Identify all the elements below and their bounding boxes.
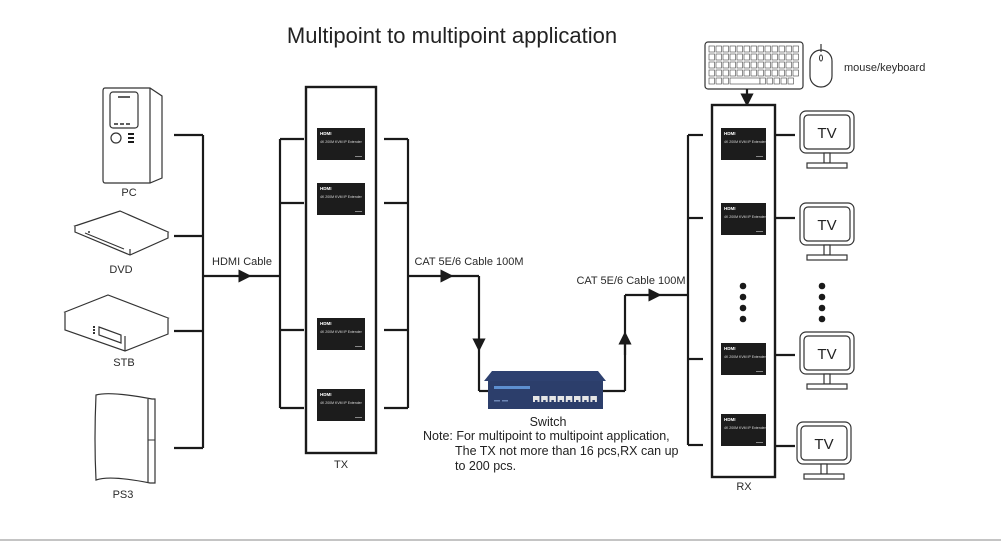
tv-label: TV xyxy=(817,125,836,142)
ellipsis-dot xyxy=(739,282,747,290)
tx-module: HDMI 4K 200M KVM IP Extender xyxy=(317,183,365,215)
hdmi-logo-icon: HDMI xyxy=(320,186,332,191)
tv-display-icon: TV xyxy=(799,110,855,169)
switch-port xyxy=(574,396,581,402)
note-line-3: to 200 pcs. xyxy=(455,459,516,473)
source-label-ps3: PS3 xyxy=(113,489,134,501)
keyboard-icon xyxy=(704,41,804,90)
network-switch-icon xyxy=(484,371,606,409)
switch-port xyxy=(590,396,597,402)
module-label: 4K 200M KVM IP Extender xyxy=(724,215,767,219)
note-line-1: Note: For multipoint to multipoint appli… xyxy=(423,429,670,443)
ellipsis-dot xyxy=(739,304,747,312)
switch-label: Switch xyxy=(530,415,567,429)
hdmi-logo-icon: HDMI xyxy=(724,206,736,211)
rx-module: HDMI 4K 200M KVM IP Extender xyxy=(721,128,767,160)
cat-cable-label-tx: CAT 5E/6 Cable 100M xyxy=(414,256,523,268)
switch-port xyxy=(557,396,565,402)
hdmi-logo-icon: HDMI xyxy=(724,417,736,422)
tx-module: HDMI 4K 200M KVM IP Extender xyxy=(317,318,365,350)
cat-cable-label-rx: CAT 5E/6 Cable 100M xyxy=(576,275,685,287)
module-label: 4K 200M KVM IP Extender xyxy=(320,195,363,199)
source-label-stb: STB xyxy=(113,357,134,369)
rx-output-links xyxy=(776,133,795,448)
dvd-player-icon xyxy=(73,210,170,256)
pc-tower-icon xyxy=(102,87,163,184)
rx-input-bracket xyxy=(686,133,703,447)
tx-output-bracket xyxy=(384,137,490,410)
tv-display-icon: TV xyxy=(799,331,855,390)
hdmi-cable-label: HDMI Cable xyxy=(212,256,272,268)
note-line-2: The TX not more than 16 pcs,RX can up xyxy=(455,444,679,458)
diagram-title: Multipoint to multipoint application xyxy=(287,23,617,48)
tv-label: TV xyxy=(817,346,836,363)
game-console-icon xyxy=(94,393,156,484)
ellipsis-dot xyxy=(739,315,747,323)
ellipsis-dot xyxy=(818,282,826,290)
rx-module: HDMI 4K 200M KVM IP Extender xyxy=(721,343,767,375)
ellipsis-dot xyxy=(818,293,826,301)
hdmi-logo-icon: HDMI xyxy=(724,346,736,351)
tx-input-bracket xyxy=(278,137,304,410)
hdmi-logo-icon: HDMI xyxy=(320,392,332,397)
module-label: 4K 200M KVM IP Extender xyxy=(320,330,363,334)
bottom-divider xyxy=(0,539,1001,541)
rx-module: HDMI 4K 200M KVM IP Extender xyxy=(721,414,767,446)
ellipsis-dot xyxy=(739,293,747,301)
switch-port xyxy=(541,396,548,402)
switch-port xyxy=(565,396,573,402)
switch-port xyxy=(582,396,589,402)
switch-uplink xyxy=(603,288,688,393)
set-top-box-icon xyxy=(63,294,170,352)
rx-label: RX xyxy=(736,481,752,493)
ellipsis-dot xyxy=(818,315,826,323)
tx-module: HDMI 4K 200M KVM IP Extender xyxy=(317,128,365,160)
tx-module: HDMI 4K 200M KVM IP Extender xyxy=(317,389,365,421)
mouse-icon xyxy=(809,44,833,88)
tv-label: TV xyxy=(817,217,836,234)
rx-module: HDMI 4K 200M KVM IP Extender xyxy=(721,203,767,235)
module-label: 4K 200M KVM IP Extender xyxy=(724,140,767,144)
hdmi-source-bus xyxy=(174,133,280,450)
module-label: 4K 200M KVM IP Extender xyxy=(320,401,363,405)
module-label: 4K 200M KVM IP Extender xyxy=(320,140,363,144)
module-label: 4K 200M KVM IP Extender xyxy=(724,426,767,430)
mouse-keyboard-label: mouse/keyboard xyxy=(844,62,925,74)
hdmi-logo-icon: HDMI xyxy=(320,321,332,326)
switch-port xyxy=(549,396,556,402)
hdmi-logo-icon: HDMI xyxy=(320,131,332,136)
tv-display-icon: TV xyxy=(796,421,852,480)
tv-label: TV xyxy=(814,436,833,453)
ellipsis-dot xyxy=(818,304,826,312)
module-label: 4K 200M KVM IP Extender xyxy=(724,355,767,359)
hdmi-logo-icon: HDMI xyxy=(724,131,736,136)
source-label-dvd: DVD xyxy=(109,264,132,276)
switch-port xyxy=(533,396,540,402)
tx-label: TX xyxy=(334,459,349,471)
source-label-pc: PC xyxy=(121,187,136,199)
tv-display-icon: TV xyxy=(799,202,855,261)
